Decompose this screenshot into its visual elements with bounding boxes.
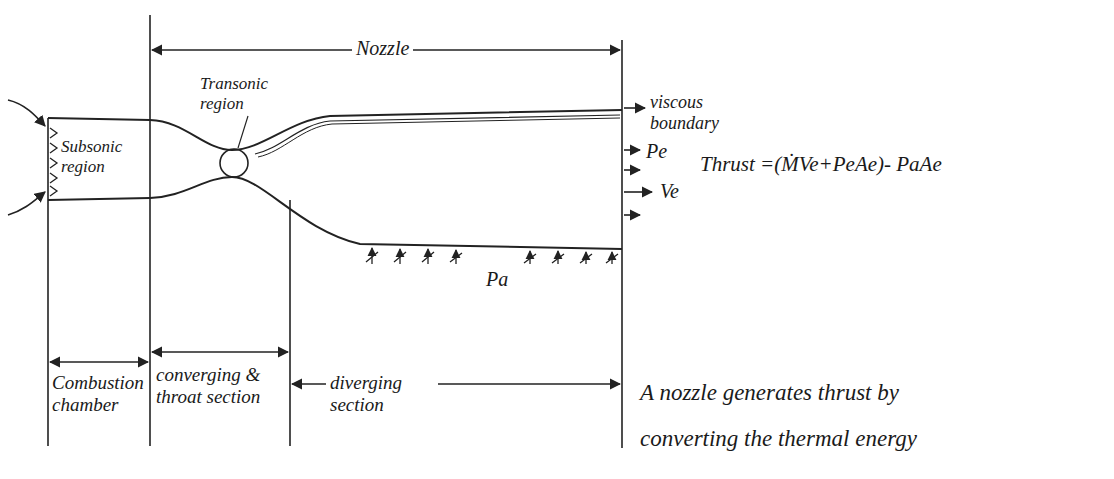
note-text: A nozzle generates thrust by bbox=[640, 380, 899, 406]
leader-line bbox=[238, 116, 248, 148]
region-label: Subsonic region bbox=[61, 137, 147, 176]
span-label: Nozzle bbox=[352, 37, 413, 60]
flow-label: viscous boundary bbox=[650, 92, 750, 133]
nozzle-wall bbox=[48, 110, 622, 150]
inflow-arrow bbox=[8, 100, 45, 126]
section-line bbox=[47, 118, 49, 446]
section-line bbox=[289, 200, 291, 446]
section-line bbox=[621, 40, 623, 448]
viscous-layer bbox=[255, 115, 620, 154]
dimension-arrow bbox=[292, 383, 326, 385]
section-label: diverging section bbox=[330, 372, 434, 416]
viscous-layer bbox=[258, 118, 620, 157]
pressure-arrows bbox=[366, 248, 618, 264]
exit-arrow bbox=[624, 214, 640, 216]
thrust-equation: Thrust =(ṀVe+PeAe)- PaAe bbox=[700, 152, 942, 176]
exit-arrow bbox=[624, 107, 645, 109]
note-text: converting the thermal energy bbox=[640, 426, 917, 452]
velocity-label: Ve bbox=[660, 180, 679, 203]
pressure-label: Pe bbox=[646, 140, 667, 163]
nozzle-wall bbox=[48, 177, 622, 249]
exit-arrow bbox=[624, 169, 640, 171]
section-label: Combustion chamber bbox=[52, 372, 146, 416]
injector bbox=[50, 128, 57, 196]
inflow-arrow bbox=[8, 192, 45, 215]
throat-circle bbox=[220, 149, 248, 177]
section-label: converging & throat section bbox=[156, 364, 286, 408]
dimension-arrow bbox=[50, 361, 148, 363]
region-label: Transonic region bbox=[200, 74, 304, 113]
pressure-label: Pa bbox=[486, 268, 508, 291]
section-line bbox=[149, 15, 151, 446]
dimension-arrow bbox=[438, 383, 620, 385]
exit-arrow bbox=[624, 191, 652, 193]
exit-arrow bbox=[624, 149, 640, 151]
dimension-arrow bbox=[152, 351, 288, 353]
